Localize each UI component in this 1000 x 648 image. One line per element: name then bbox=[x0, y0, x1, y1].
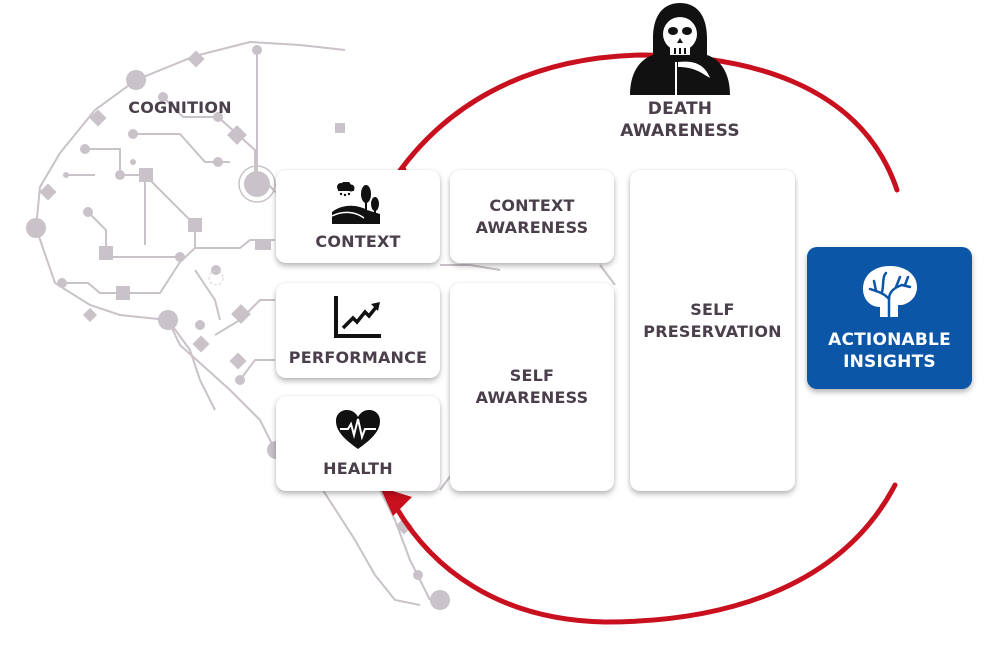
self-preservation-line1: SELF bbox=[690, 299, 735, 319]
death-awareness-label: DEATH AWARENESS bbox=[610, 98, 750, 142]
grim-reaper-icon bbox=[630, 3, 730, 95]
actionable-insights-card[interactable]: ACTIONABLE INSIGHTS bbox=[807, 247, 972, 389]
actionable-insights-line2: INSIGHTS bbox=[843, 352, 936, 372]
context-card[interactable]: CONTEXT bbox=[276, 170, 440, 263]
context-label: CONTEXT bbox=[315, 231, 401, 251]
context-awareness-label: CONTEXT AWARENESS bbox=[476, 195, 589, 239]
cognition-label: COGNITION bbox=[128, 98, 232, 117]
context-awareness-line2: AWARENESS bbox=[475, 217, 589, 237]
health-label: HEALTH bbox=[323, 458, 393, 478]
actionable-insights-label: ACTIONABLE INSIGHTS bbox=[828, 329, 951, 373]
performance-label: PERFORMANCE bbox=[288, 347, 428, 367]
self-awareness-line2: AWARENESS bbox=[475, 388, 589, 407]
context-awareness-card[interactable]: CONTEXT AWARENESS bbox=[450, 170, 614, 263]
self-preservation-line2: PRESERVATION bbox=[643, 321, 782, 341]
heartbeat-icon bbox=[336, 409, 380, 449]
self-preservation-card[interactable]: SELF PRESERVATION bbox=[630, 170, 795, 491]
death-awareness-node bbox=[620, 0, 740, 100]
self-awareness-card[interactable]: SELF AWARENESS bbox=[450, 283, 614, 491]
bottom-arrowhead bbox=[380, 487, 412, 516]
landscape-icon bbox=[332, 181, 380, 224]
health-card[interactable]: HEALTH bbox=[276, 396, 440, 491]
brain-icon bbox=[862, 266, 917, 319]
context-awareness-line1: CONTEXT bbox=[489, 195, 575, 215]
death-awareness-line1: DEATH bbox=[647, 99, 713, 119]
self-awareness-line1: SELF bbox=[509, 366, 555, 385]
growth-chart-icon bbox=[334, 295, 381, 338]
self-awareness-label: SELF AWARENESS bbox=[476, 365, 589, 409]
top-arrow bbox=[389, 52, 900, 193]
actionable-insights-line1: ACTIONABLE bbox=[828, 330, 951, 350]
bottom-arrow bbox=[389, 482, 898, 625]
self-preservation-label: SELF PRESERVATION bbox=[643, 299, 781, 343]
death-awareness-line2: AWARENESS bbox=[620, 121, 740, 141]
performance-card[interactable]: PERFORMANCE bbox=[276, 283, 440, 378]
